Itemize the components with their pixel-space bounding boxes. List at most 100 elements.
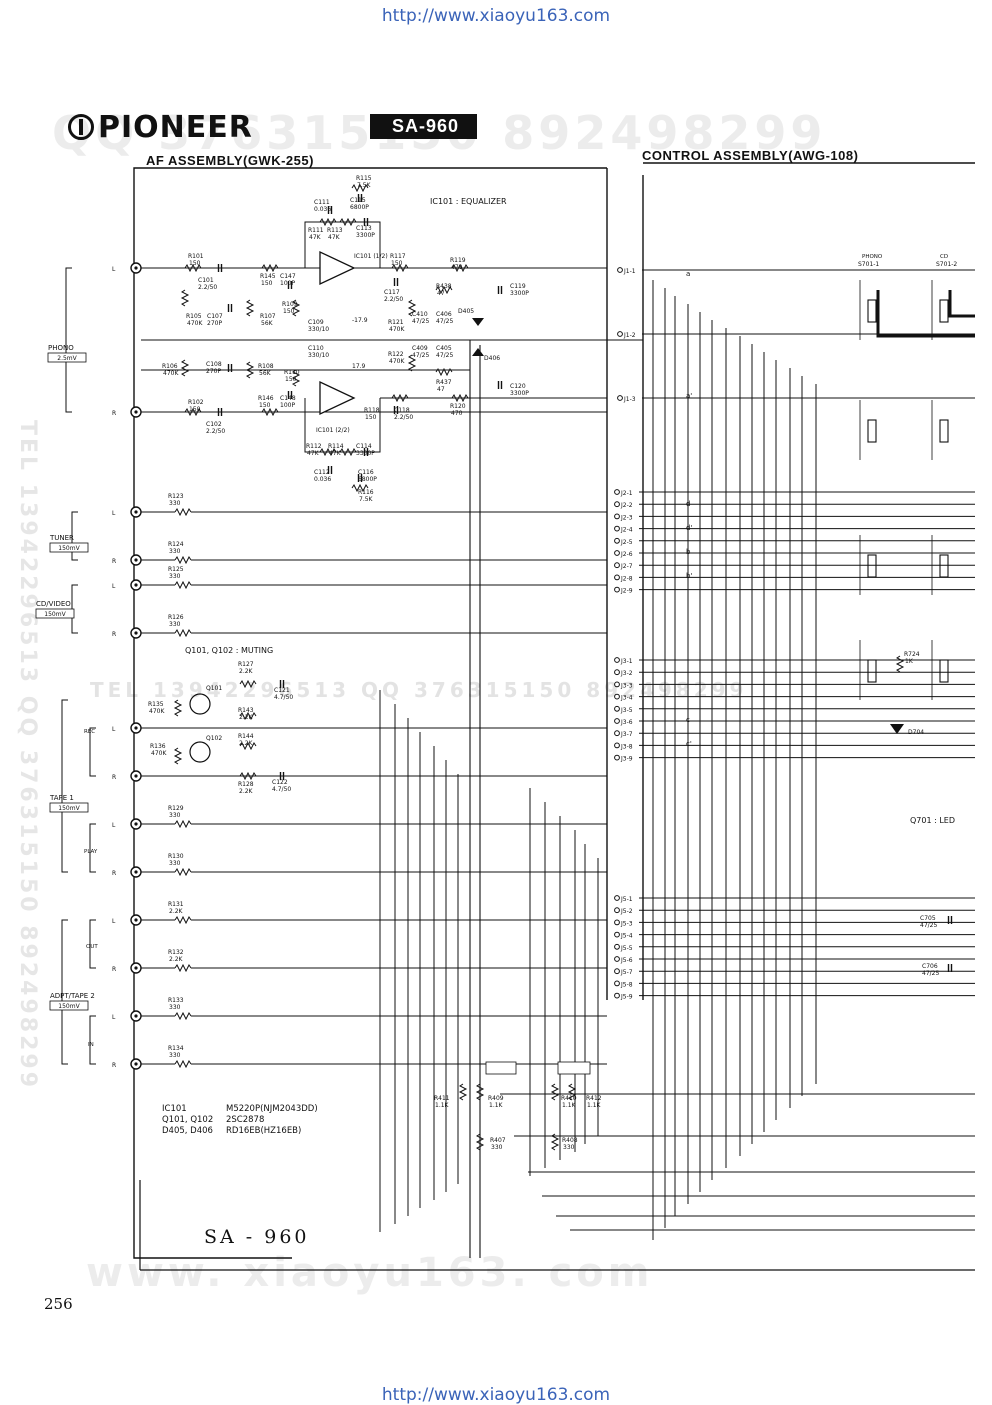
resistor-ref-label: R102 bbox=[188, 399, 204, 406]
capacitor-value-label: 47/25 bbox=[436, 318, 453, 325]
jack-center-icon bbox=[134, 726, 138, 730]
capacitor-value-label: 47/25 bbox=[412, 318, 429, 325]
resistor-ref-label: R106 bbox=[162, 363, 178, 370]
j3-pin-label: J3-8 bbox=[620, 743, 633, 750]
capacitor-value-label: 330/10 bbox=[308, 352, 329, 359]
jack-center-icon bbox=[134, 1014, 138, 1018]
connector-pin-icon bbox=[614, 718, 620, 724]
in-bracket bbox=[89, 1015, 96, 1065]
pioneer-emblem-icon bbox=[68, 114, 94, 140]
j2-pin-label: J2-2 bbox=[620, 502, 633, 509]
resistor-value-label: 150 bbox=[189, 406, 201, 413]
resistor-ref-label: R108 bbox=[258, 363, 274, 370]
r437-symbol bbox=[435, 367, 453, 377]
capacitor-ref-label: C112 bbox=[314, 469, 330, 476]
input-name-label: CD/VIDEO bbox=[36, 600, 71, 608]
input-name-label: PHONO bbox=[48, 344, 74, 352]
equalizer-title: IC101 : EQUALIZER bbox=[430, 197, 507, 206]
r120-symbol bbox=[451, 393, 469, 403]
channel-label: L bbox=[112, 726, 116, 733]
capacitor-value-label: 47/25 bbox=[436, 352, 453, 359]
channel-label: L bbox=[112, 1014, 116, 1021]
led-d704-icon bbox=[890, 724, 904, 734]
r106-symbol bbox=[180, 359, 190, 377]
switch-contact-icon bbox=[867, 299, 877, 323]
connector-pin-icon bbox=[614, 501, 620, 508]
source-url-top[interactable]: http://www.xiaoyu163.com bbox=[381, 6, 611, 26]
channel-label: L bbox=[112, 822, 116, 829]
resistor-value-label: 47K bbox=[329, 450, 342, 457]
resistor-value-label: 330 bbox=[563, 1144, 575, 1151]
capacitor-value-label: 270P bbox=[206, 368, 221, 375]
capacitor-value-label: 3300P bbox=[510, 290, 529, 297]
channel-label: R bbox=[112, 966, 116, 973]
capacitor-ref-label: C409 bbox=[412, 345, 428, 352]
phono-bracket bbox=[65, 267, 72, 413]
resistor-ref-label: R724 bbox=[904, 651, 920, 658]
source-url-bottom[interactable]: http://www.xiaoyu163.com bbox=[381, 1385, 611, 1405]
transistor-q102-icon bbox=[189, 741, 211, 763]
net-label: a bbox=[686, 270, 690, 278]
resistor-ref-label: R133 bbox=[168, 997, 184, 1004]
resistor-value-label: 470K bbox=[149, 708, 165, 715]
connector-pin-icon bbox=[617, 331, 623, 337]
input-resistor-symbol bbox=[174, 580, 192, 590]
resistor-ref-label: R145 bbox=[260, 273, 276, 280]
r114-symbol bbox=[339, 447, 357, 457]
resistor-ref-label: R107 bbox=[260, 313, 276, 320]
resistor-value-label: 150 bbox=[259, 402, 271, 409]
page-number: 256 bbox=[44, 1295, 73, 1313]
resistor-ref-label: R409 bbox=[488, 1095, 504, 1102]
capacitor-ref-label: C111 bbox=[314, 199, 330, 206]
brand-name: PIONEER bbox=[98, 110, 253, 145]
j1-pin-label: J1-2 bbox=[623, 332, 636, 339]
input-name-label: ADPT/TAPE 2 bbox=[50, 992, 95, 1000]
r115-symbol bbox=[351, 183, 369, 193]
switch-ref-label: S701-1 bbox=[858, 261, 879, 268]
r113-symbol bbox=[339, 217, 357, 227]
j2-pin-label: J2-7 bbox=[620, 563, 633, 570]
jack-center-icon bbox=[134, 870, 138, 874]
capacitor-ref-label: C405 bbox=[436, 345, 452, 352]
connector-pin-icon bbox=[614, 956, 620, 962]
resistor-ref-label: R410 bbox=[561, 1095, 577, 1102]
input-level-label: 150mV bbox=[58, 805, 80, 812]
switch-contact-icon bbox=[867, 659, 877, 683]
j3-pin-label: J3-1 bbox=[620, 658, 633, 665]
j2-pin-label: J2-8 bbox=[620, 575, 633, 582]
muting-title: Q101, Q102 : MUTING bbox=[185, 646, 273, 655]
jack-center-icon bbox=[134, 774, 138, 778]
capacitor-value-label: 2.2/50 bbox=[198, 284, 217, 291]
capacitor-ref-label: C113 bbox=[356, 225, 372, 232]
r407-symbol bbox=[475, 1133, 485, 1151]
resistor-value-label: 330 bbox=[169, 1052, 181, 1059]
connector-pin-icon bbox=[614, 907, 620, 914]
capacitor-value-label: 270P bbox=[207, 320, 222, 327]
j1-pin-label: J1-1 bbox=[623, 268, 636, 275]
capacitor-value-label: 100P bbox=[280, 402, 295, 409]
r110-symbol bbox=[291, 369, 301, 387]
switch-contact-icon bbox=[867, 554, 877, 578]
channel-label: L bbox=[112, 266, 116, 273]
play-label: PLAY bbox=[84, 849, 98, 855]
resistor-value-label: 330 bbox=[169, 812, 181, 819]
resistor-ref-label: R412 bbox=[586, 1095, 602, 1102]
j5-pin-label: J5-3 bbox=[620, 920, 633, 927]
connector-pin-icon bbox=[614, 742, 620, 749]
connector-pin-icon bbox=[614, 693, 620, 700]
resistor-ref-label: R117 bbox=[390, 253, 406, 260]
resistor-value-label: 150 bbox=[261, 280, 273, 287]
transistor-label: Q101 bbox=[206, 685, 222, 692]
r118-symbol bbox=[391, 393, 409, 403]
transistor-label: Q102 bbox=[206, 735, 222, 742]
resistor-ref-label: R144 bbox=[238, 733, 254, 740]
resistor-ref-label: R408 bbox=[562, 1137, 578, 1144]
connector-pin-icon bbox=[617, 267, 623, 273]
j2-pin-label: J2-5 bbox=[620, 539, 633, 546]
channel-label: R bbox=[112, 631, 116, 638]
capacitor-ref-label: C147 bbox=[280, 273, 296, 280]
r117-symbol bbox=[391, 263, 409, 273]
resistor-value-label: 150 bbox=[391, 260, 403, 267]
tape2-bracket bbox=[61, 919, 68, 1065]
resistor-value-label: 330 bbox=[169, 573, 181, 580]
